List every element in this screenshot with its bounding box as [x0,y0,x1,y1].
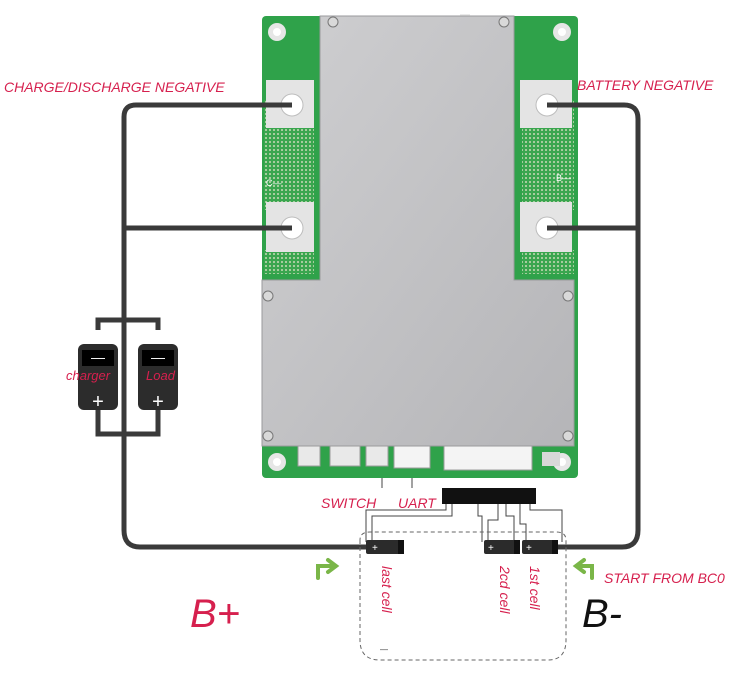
balance-leads [365,478,563,542]
arrow-left-icon [316,558,340,580]
label-b-minus: B- [582,592,622,636]
uart-connector [393,445,431,469]
cell-last-plus: + [372,543,378,554]
battery-pack-outline [359,531,567,661]
cell-first-plus: + [526,543,532,554]
label-last-cell: last cell [379,566,395,614]
balance-connector [443,445,533,471]
cell-second-plus: + [488,543,494,554]
bms-board: C— B— P— [261,14,578,478]
pcb-label-b-minus: B— [556,173,571,183]
cell-first: + [522,540,558,554]
arrow-right-icon [572,558,594,580]
label-charge-discharge-negative: CHARGE/DISCHARGE NEGATIVE [4,79,225,95]
label-switch: SWITCH [321,495,377,511]
connector-row [297,445,560,471]
switch-connector [329,445,361,467]
charger-minus-sign: — [91,349,105,365]
heatsink-plate [261,15,575,447]
label-start-from-bc0: START FROM BC0 [604,570,725,586]
cell-second: + [484,540,520,554]
load-device: — + [138,344,178,413]
cell-last: + [366,540,404,554]
pack-bottom-minus: — [380,645,388,654]
label-second-cell: 2cd cell [497,565,513,614]
balance-plug [442,488,536,504]
load-loop [95,302,161,452]
power-wiring [121,102,641,550]
label-uart: UART [398,495,437,511]
charger-plus-sign: + [92,391,104,413]
wire-c-minus-top [121,102,370,550]
label-b-plus: B+ [190,592,240,636]
load-minus-sign: — [151,349,165,365]
label-first-cell: 1st cell [527,566,543,610]
load-label: Load [146,368,176,383]
load-plus-sign: + [152,391,164,413]
charger-device: — + [78,344,118,413]
label-battery-negative: BATTERY NEGATIVE [577,77,714,93]
charger-label: charger [66,368,111,383]
wire-b-minus-top [547,102,641,550]
pcb-label-c-minus: C— [266,178,282,188]
